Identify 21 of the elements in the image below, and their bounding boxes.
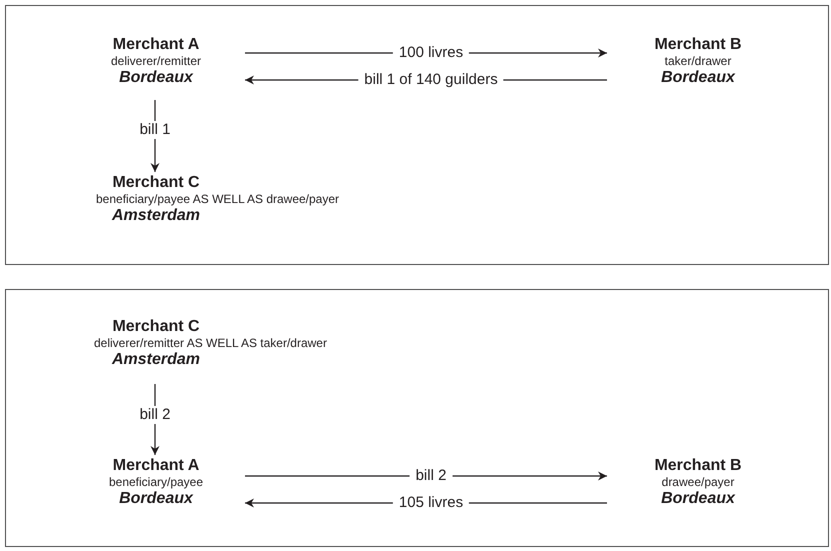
merchant-role: beneficiary/payee xyxy=(108,475,204,489)
city-name: Bordeaux xyxy=(661,68,735,87)
merchant-name: Merchant A xyxy=(112,456,200,475)
merchant-role: deliverer/remitter xyxy=(110,54,202,68)
city-name: Bordeaux xyxy=(119,489,193,508)
city-name: Bordeaux xyxy=(661,489,735,508)
merchant-name: Merchant C xyxy=(111,317,201,336)
merchant-name: Merchant B xyxy=(654,456,742,475)
edge-label: bill 1 of 140 guilders xyxy=(358,71,504,89)
merchant-role: taker/drawer xyxy=(664,54,732,68)
merchant-role: drawee/payer xyxy=(662,475,734,489)
panel-frame xyxy=(5,5,829,265)
merchant-name: Merchant A xyxy=(112,35,200,54)
city-name: Bordeaux xyxy=(119,68,193,87)
merchant-name: Merchant B xyxy=(654,35,742,54)
merchant-name: Merchant C xyxy=(111,173,201,192)
city-name: Amsterdam xyxy=(110,350,202,369)
merchant-role: beneficiary/payee AS WELL AS drawee/payer xyxy=(96,192,340,206)
panel-frame xyxy=(5,289,829,547)
merchant-role: deliverer/remitter AS WELL AS taker/drawer xyxy=(94,336,327,350)
city-name: Amsterdam xyxy=(110,206,202,225)
